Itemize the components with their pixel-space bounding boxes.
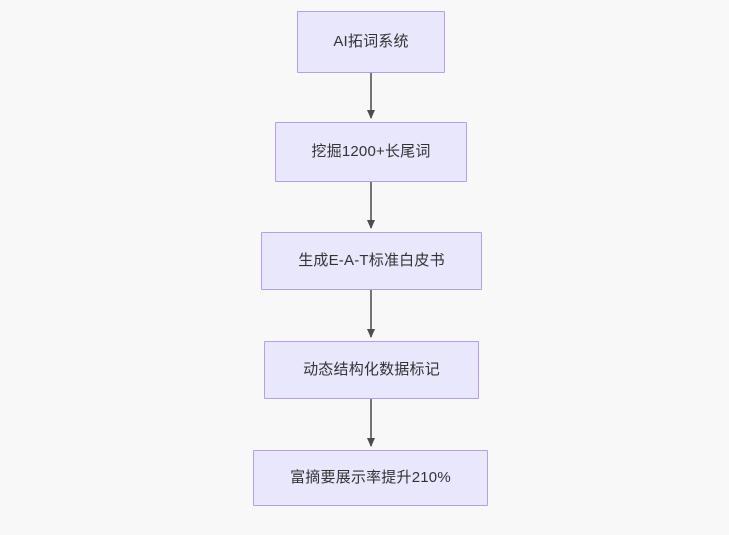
- flowchart-node-mine-longtail-keywords[interactable]: 挖掘1200+长尾词: [275, 122, 467, 182]
- flowchart-node-dynamic-structured-data-markup[interactable]: 动态结构化数据标记: [264, 341, 479, 399]
- node-label: 富摘要展示率提升210%: [290, 469, 451, 486]
- flowchart-node-rich-snippet-impression-lift[interactable]: 富摘要展示率提升210%: [253, 450, 488, 506]
- flowchart-node-generate-eat-whitepaper[interactable]: 生成E-A-T标准白皮书: [261, 232, 482, 290]
- node-label: 动态结构化数据标记: [303, 361, 440, 378]
- node-label: AI拓词系统: [333, 33, 409, 50]
- node-label: 挖掘1200+长尾词: [311, 143, 431, 160]
- node-label: 生成E-A-T标准白皮书: [298, 252, 445, 269]
- flowchart-node-ai-keyword-system[interactable]: AI拓词系统: [297, 11, 445, 73]
